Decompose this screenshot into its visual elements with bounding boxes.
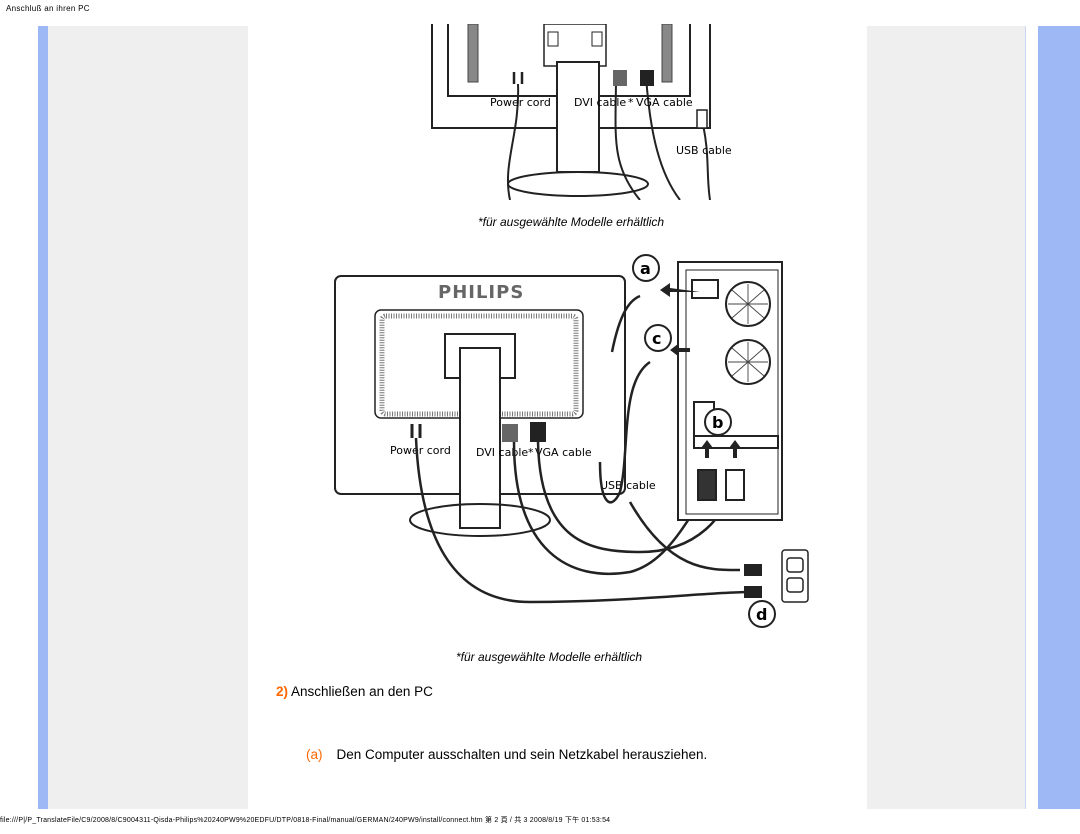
power-cord-label: Power cord (490, 96, 551, 109)
marker-b: b (712, 413, 723, 432)
left-margin-panel (48, 26, 248, 809)
right-divider-line (1025, 26, 1026, 809)
marker-a: a (640, 259, 651, 278)
substep-text: Den Computer ausschalten und sein Netzka… (336, 747, 708, 762)
figure-caption-top: *für ausgewählte Modelle erhältlich (478, 215, 665, 229)
connection-diagram: PHILIPS Power cord DVI cable * VGA cable… (334, 254, 809, 628)
page-header-title: Anschluß an ihren PC (6, 4, 90, 13)
star-marker-main: * (528, 446, 534, 459)
right-margin-panel (867, 26, 1025, 809)
step-title: Anschließen an den PC (291, 684, 433, 699)
marker-d: d (756, 605, 767, 624)
monitor-back-top-diagram: Power cord DVI cable * VGA cable USB cab… (431, 24, 732, 200)
usb-cable-label-main: USB cable (600, 479, 656, 492)
left-accent-bar (38, 26, 48, 809)
substep-letter: (a) (306, 747, 323, 762)
dvi-cable-label: DVI cable (574, 96, 626, 109)
figure-caption-main: *für ausgewählte Modelle erhältlich (456, 650, 643, 664)
vga-cable-label: VGA cable (636, 96, 693, 109)
vga-cable-label-main: VGA cable (535, 446, 592, 459)
power-cord-label-main: Power cord (390, 444, 451, 457)
step-heading: 2) Anschließen an den PC (276, 684, 433, 699)
usb-cable-label: USB cable (676, 144, 732, 157)
philips-brand-logo: PHILIPS (438, 282, 524, 303)
star-marker: * (628, 96, 634, 109)
substep-item: (a) Den Computer ausschalten und sein Net… (306, 747, 707, 762)
dvi-cable-label-main: DVI cable (476, 446, 528, 459)
marker-c: c (652, 329, 661, 348)
right-accent-bar (1038, 26, 1080, 809)
footer-file-path: file:///P|/P_TranslateFile/C9/2008/8/C90… (0, 817, 611, 824)
step-number: 2) (276, 684, 289, 699)
